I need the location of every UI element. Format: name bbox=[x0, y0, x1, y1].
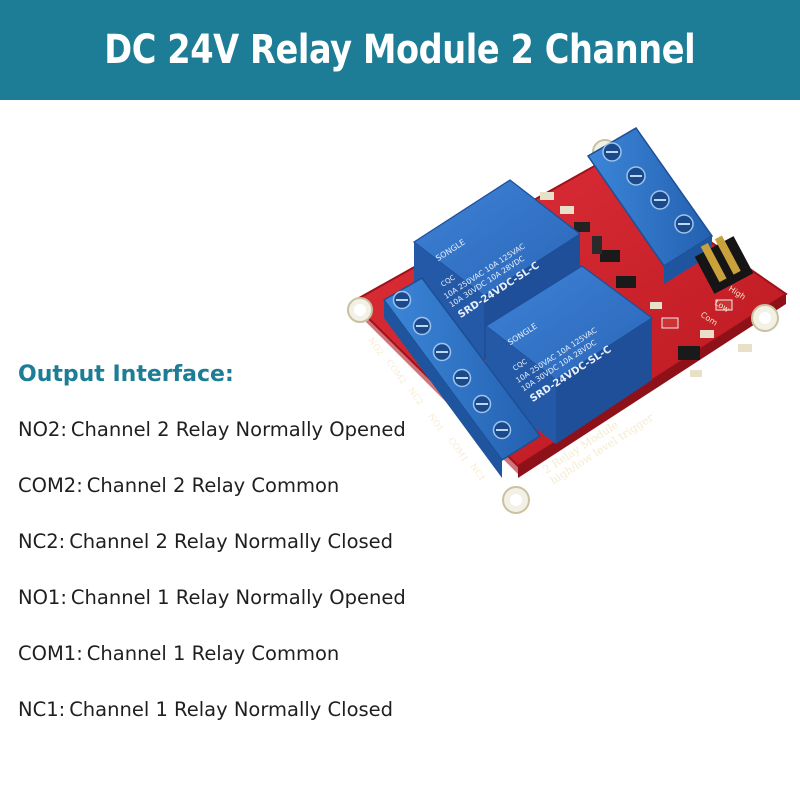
pin-description: Channel 2 Relay Common bbox=[86, 474, 340, 497]
terminal-label-nc1: NC1 bbox=[468, 462, 487, 484]
pin-name: COM2 bbox=[18, 474, 77, 497]
pin-name: NO2 bbox=[18, 418, 61, 441]
terminal-label-com1: COM1 bbox=[446, 436, 470, 464]
pin-name: COM1 bbox=[18, 642, 77, 665]
output-terminal-block bbox=[382, 277, 542, 478]
output-interface-list: NO2:Channel 2 Relay Normally Opened COM2… bbox=[18, 418, 406, 754]
smd-components bbox=[540, 192, 752, 377]
pin-description: Channel 2 Relay Normally Opened bbox=[70, 418, 406, 441]
list-item: NO2:Channel 2 Relay Normally Opened bbox=[18, 418, 406, 441]
pin-name: NC2 bbox=[18, 530, 59, 553]
pin-name: NC1 bbox=[18, 698, 59, 721]
relay-2: SONGLE CQC 10A 250VAC 10A 125VAC 10A 30V… bbox=[484, 265, 654, 444]
title-banner: DC 24V Relay Module 2 Channel bbox=[0, 0, 800, 100]
output-interface-heading: Output Interface: bbox=[18, 362, 234, 387]
pin-description: Channel 1 Relay Normally Opened bbox=[70, 586, 406, 609]
terminal-label-com2: COM2 bbox=[384, 358, 408, 386]
terminal-label-no1: NO1 bbox=[426, 412, 446, 434]
trigger-jumper bbox=[694, 235, 754, 294]
list-item: NO1:Channel 1 Relay Normally Opened bbox=[18, 586, 406, 609]
pin-description: Channel 1 Relay Common bbox=[86, 642, 340, 665]
relay-module-image: High Low Com SONGLE CQC 10A 250VAC 10A 1… bbox=[347, 127, 788, 514]
pin-name: NO1 bbox=[18, 586, 61, 609]
list-item: COM2:Channel 2 Relay Common bbox=[18, 474, 340, 497]
list-item: NC2:Channel 2 Relay Normally Closed bbox=[18, 530, 394, 553]
terminal-label-nc2: NC2 bbox=[406, 386, 425, 408]
pin-description: Channel 2 Relay Normally Closed bbox=[69, 530, 394, 553]
pin-description: Channel 1 Relay Normally Closed bbox=[69, 698, 394, 721]
list-item: NC1:Channel 1 Relay Normally Closed bbox=[18, 698, 394, 721]
terminal-label-no2: NO2 bbox=[366, 336, 386, 358]
list-item: COM1:Channel 1 Relay Common bbox=[18, 642, 340, 665]
page-title: DC 24V Relay Module 2 Channel bbox=[104, 27, 696, 73]
input-terminal-block bbox=[586, 127, 714, 284]
